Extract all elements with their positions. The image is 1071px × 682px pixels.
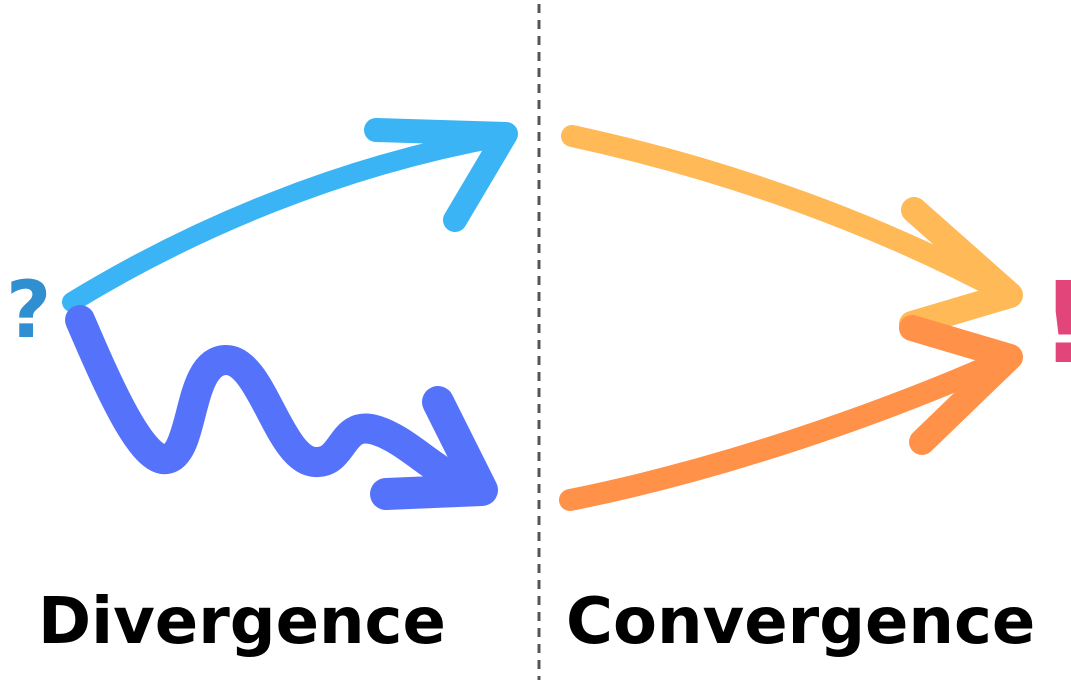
divergence-arrow-lower-shaft [65,305,497,505]
convergence-label: Convergence [566,585,1036,659]
convergence-arrow-upper-head [899,197,1023,337]
convergence-arrow-upper [561,125,1023,337]
divergence-arrow-lower [65,305,498,510]
divergence-arrow-upper-shaft [62,126,516,312]
convergence-arrow-lower-head [899,315,1023,455]
divergence-label: Divergence [38,585,446,659]
divergence-arrow-upper [62,118,518,312]
convergence-arrow-lower-shaft [559,346,1021,511]
convergence-arrow-upper-shaft [561,125,1021,306]
question-mark-icon: ? [6,266,52,356]
divergence-arrow-upper-head [364,118,518,232]
divergence-arrow-lower-head [370,386,498,510]
exclamation-mark-icon: ! [1040,268,1071,380]
convergence-arrow-lower [559,315,1023,511]
